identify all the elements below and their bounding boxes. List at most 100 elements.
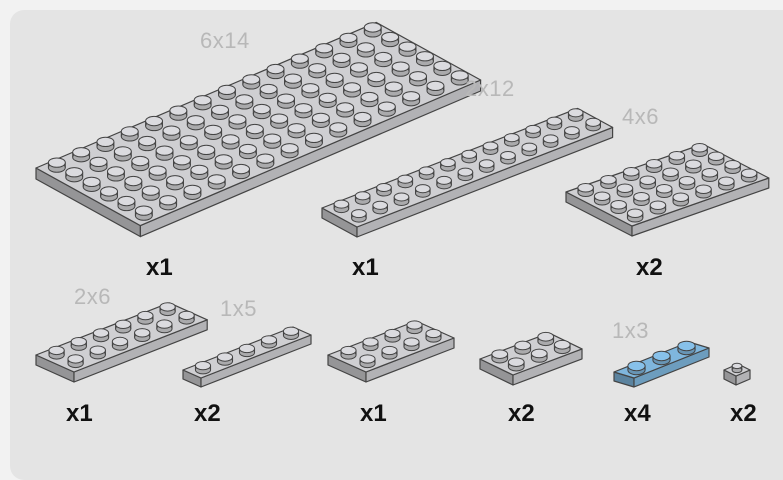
stud [363,338,378,351]
stud [233,164,250,178]
stud [341,346,356,359]
stud [187,116,204,130]
stud [382,32,399,46]
stud [526,125,541,138]
stud [93,329,108,342]
stud [194,96,211,110]
stud [326,73,343,87]
stud [97,137,114,151]
stud [264,134,281,148]
stud [170,106,187,120]
stud [441,159,456,172]
stud [116,320,131,333]
stud [253,104,270,118]
stud [160,196,177,210]
stud [373,201,388,214]
stud [708,152,723,165]
stud [334,200,349,213]
stud [679,176,694,189]
stud [173,156,190,170]
dimension-label-1x3: 1x3 [612,318,649,344]
stud [344,83,361,97]
stud [66,168,83,182]
stud [531,349,547,362]
stud [302,84,319,98]
stud [101,187,118,201]
parts-illustration [0,0,783,440]
stud [483,142,498,155]
quantity-label: x4 [624,400,651,428]
stud [139,136,156,150]
dimension-label-6x14: 6x14 [200,28,250,54]
stud [167,176,184,190]
stud [360,355,375,368]
stud [501,151,516,164]
stud [156,146,173,160]
stud [437,176,452,189]
stud [385,329,400,342]
stud [246,124,263,138]
stud [586,118,601,131]
stud [284,74,301,88]
stud [90,346,105,359]
stud [340,33,357,47]
stud [132,156,149,170]
stud [627,209,642,222]
stud [352,210,367,223]
quantity-label: x2 [730,400,757,428]
stud [492,350,508,363]
stud [385,82,402,96]
stud [48,158,65,172]
stud [215,155,232,169]
stud [125,176,142,190]
stud [138,311,153,324]
stud [692,143,707,156]
stud [407,321,422,334]
stud [696,185,711,198]
stud [392,62,409,76]
plate-2x3 [480,332,582,385]
stud [295,104,312,118]
stud [522,143,537,156]
stud [419,167,434,180]
stud [547,117,562,130]
stud [179,311,194,324]
stud [601,175,616,188]
stud [222,135,239,149]
quantity-label: x2 [636,254,663,282]
quantity-label: x2 [508,400,535,428]
stud [195,361,210,373]
plate-1x1 [724,363,750,385]
stud [628,361,645,375]
dimension-label-4x6: 4x6 [622,104,659,130]
stud [163,126,180,140]
stud [355,192,370,205]
stud [236,95,253,109]
quantity-label: x1 [352,254,379,282]
stud [462,150,477,163]
stud [180,136,197,150]
stud [309,64,326,78]
stud [217,353,232,365]
stud [354,112,371,126]
stud [640,176,655,189]
stud [650,201,665,214]
stud [239,144,256,158]
stud [350,63,367,77]
stud [634,192,649,205]
stud [135,206,152,220]
plate-2x6 [36,303,207,382]
stud [578,183,593,196]
stud [565,127,580,140]
stud [434,61,451,75]
stud [415,185,430,198]
stud [410,72,427,86]
stud [337,103,354,117]
stud [208,175,225,189]
plate-4x6 [566,143,769,236]
stud [198,145,215,159]
plate-2x4 [328,321,454,382]
stud [543,135,558,148]
stud [378,102,395,116]
stud [260,84,277,98]
